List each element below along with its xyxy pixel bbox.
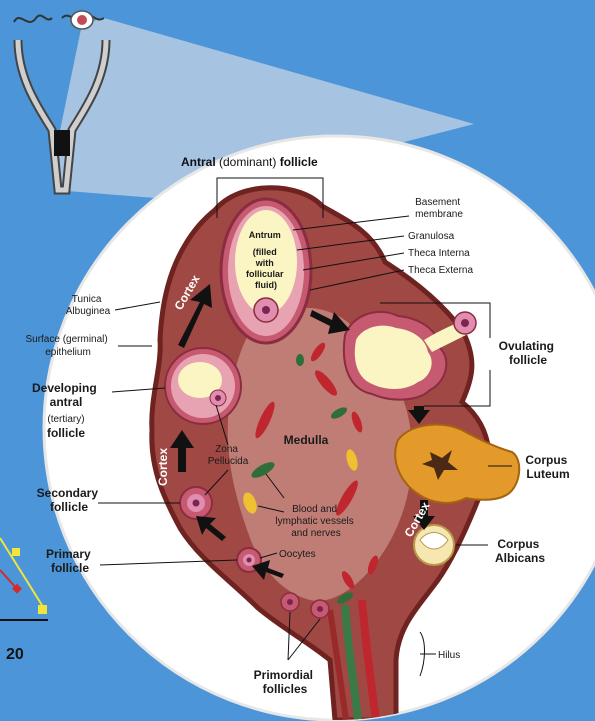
basement-label-1: Basement [415, 197, 460, 208]
tertiary-label: (tertiary) [47, 414, 84, 425]
page-number: 20 [6, 646, 24, 664]
tunica-label-1: Tunica [72, 294, 102, 305]
chart-fragment [0, 538, 48, 620]
antrum-line-4: follicular [246, 269, 284, 279]
svg-text:Basement membrane: Basement membrane [415, 197, 463, 220]
svg-text:Corpus Albicans: Corpus Albicans [495, 537, 545, 565]
primordial-label-2: follicles [263, 682, 308, 696]
antrum-line-3: with [255, 258, 274, 268]
antrum-line-1: Antrum [249, 230, 281, 240]
antrum-line-5: fluid) [255, 280, 277, 290]
developing-label-1: Developing [32, 381, 97, 395]
developing-label-2: antral [50, 395, 83, 409]
svg-text:Primordial follicles: Primordial follicles [254, 668, 317, 696]
corpus-albicans-drawing [414, 525, 454, 565]
blood-label-2: lymphatic vessels [275, 516, 353, 527]
svg-text:Primary follicle: Primary follicle [46, 547, 94, 575]
oocytes-label: Oocytes [279, 549, 316, 560]
theca-externa-label: Theca Externa [408, 265, 473, 276]
svg-text:Tunica Albuginea: Tunica Albuginea [66, 294, 111, 317]
surface-label-2: epithelium [45, 347, 91, 358]
developing-follicle-label: follicle [47, 426, 85, 440]
antrum-line-2: (filled [253, 247, 277, 257]
hilus-label: Hilus [438, 650, 460, 661]
corpus-luteum-label-2: Luteum [526, 467, 569, 481]
svg-text:Corpus Luteum: Corpus Luteum [525, 453, 570, 481]
tunica-label-2: Albuginea [66, 306, 111, 317]
secondary-follicle-drawing [180, 487, 212, 519]
title-bold-1: Antral [181, 155, 216, 169]
ovulating-label-2: follicle [509, 353, 547, 367]
zona-label-2: Pellucida [208, 456, 249, 467]
granulosa-label: Granulosa [408, 231, 455, 242]
primary-label-1: Primary [46, 547, 91, 561]
corpus-albicans-label-2: Albicans [495, 551, 545, 565]
theca-interna-label: Theca Interna [408, 248, 470, 259]
developing-antral-follicle [165, 348, 241, 424]
basement-label-2: membrane [415, 209, 463, 220]
blood-label-1: Blood and [292, 504, 337, 515]
corpus-luteum-label-1: Corpus [525, 453, 567, 467]
svg-text:Antral (dominant) follicle: Antral (dominant) follicle [181, 155, 318, 169]
secondary-label-1: Secondary [37, 486, 99, 500]
title-normal: (dominant) [216, 155, 280, 169]
ovulating-label-1: Ovulating [499, 339, 554, 353]
secondary-label-2: follicle [50, 500, 88, 514]
surface-label-1: Surface (germinal) [25, 334, 107, 345]
cortex-label-left: Cortex [156, 448, 170, 486]
primordial-label-1: Primordial [254, 668, 313, 682]
medulla-label: Medulla [284, 433, 329, 447]
corpus-albicans-label-1: Corpus [497, 537, 539, 551]
primary-label-2: follicle [51, 561, 89, 575]
zona-label-1: Zona [215, 444, 238, 455]
title-bold-2: follicle [280, 155, 318, 169]
blood-label-3: and nerves [291, 528, 340, 539]
